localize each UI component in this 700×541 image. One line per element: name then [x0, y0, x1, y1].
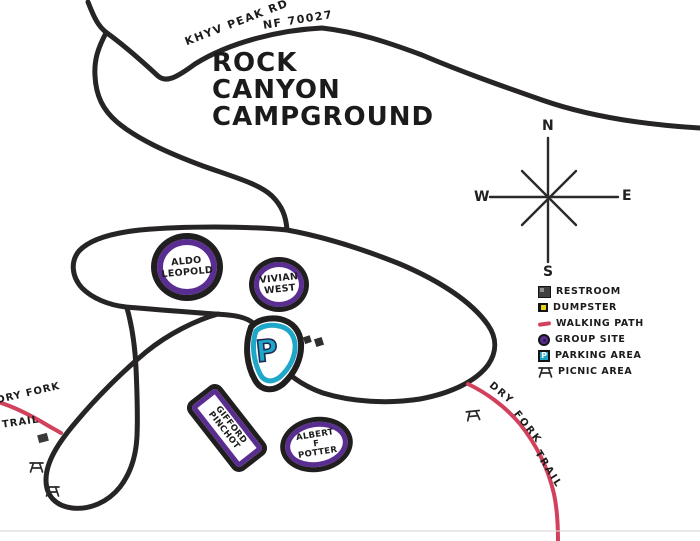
dumpster-icon	[538, 303, 548, 312]
lower-loop-road	[43, 305, 221, 511]
compass-north-label: N	[542, 118, 554, 134]
main-road	[85, 0, 700, 131]
restroom-icon	[538, 285, 551, 298]
title-line-3: CAMPGROUND	[212, 102, 435, 132]
title-line-1: ROCK	[212, 48, 298, 78]
legend-row-restroom: RESTROOM	[538, 285, 644, 298]
restroom-icon	[302, 335, 312, 345]
legend-row-picnic: PICNIC AREA	[538, 365, 644, 378]
compass-west-label: W	[474, 189, 490, 205]
map-legend: RESTROOM DUMPSTER WALKING PATH GROUP SIT…	[537, 285, 644, 378]
legend-label: DUMPSTER	[553, 302, 617, 313]
legend-label: PICNIC AREA	[558, 366, 633, 377]
dry-fork-trail-left	[0, 400, 63, 435]
title-line-2: CANYON	[212, 75, 341, 105]
legend-label: RESTROOM	[556, 286, 621, 297]
page-title: ROCK CANYON CAMPGROUND	[212, 50, 434, 131]
legend-row-parking: P PARKING AREA	[538, 349, 644, 362]
site-name-line: WEST	[263, 281, 296, 297]
compass-east-label: E	[622, 188, 632, 204]
restroom-icon	[37, 432, 49, 444]
walking-path-icon	[537, 320, 552, 327]
legend-label: WALKING PATH	[556, 318, 644, 329]
scan-artifact	[0, 530, 700, 532]
group-site-icon	[538, 333, 550, 346]
restroom-icon	[313, 336, 325, 348]
parking-area-inner	[250, 322, 298, 384]
parking-area-symbol: P	[253, 332, 280, 371]
group-site-vivian-west: VIVIAN WEST	[249, 257, 309, 312]
compass-rose	[488, 136, 620, 264]
legend-row-group-site: GROUP SITE	[538, 333, 644, 346]
legend-row-dumpster: DUMPSTER	[538, 301, 644, 314]
legend-label: PARKING AREA	[555, 350, 642, 361]
legend-label: GROUP SITE	[555, 334, 626, 345]
picnic-icon	[29, 462, 44, 473]
parking-icon: P	[538, 349, 550, 362]
picnic-icon	[538, 367, 553, 378]
dry-fork-trail-right	[466, 382, 560, 541]
campground-entrance-road	[92, 30, 290, 233]
group-site-aldo-leopold: ALDO LEOPOLD	[151, 233, 223, 301]
legend-row-walking-path: WALKING PATH	[537, 317, 644, 330]
compass-south-label: S	[543, 264, 554, 280]
picnic-icon	[465, 409, 482, 422]
